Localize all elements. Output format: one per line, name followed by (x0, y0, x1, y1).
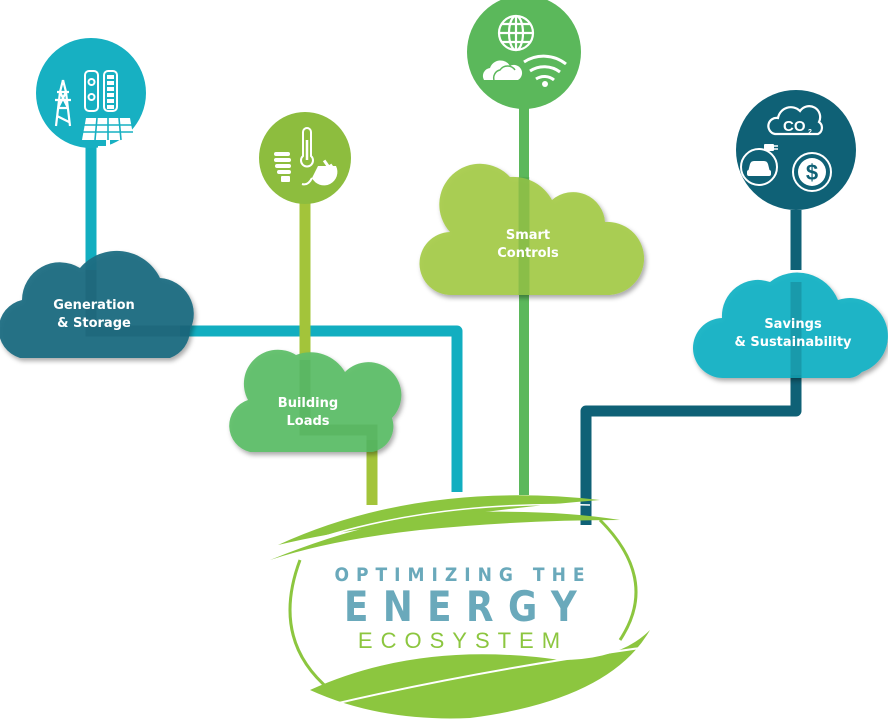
title-line-2: ENERGY (344, 582, 592, 631)
generation-label-line1: Generation (53, 298, 135, 313)
building-label-line2: Loads (286, 414, 330, 429)
savings-cloud (692, 272, 888, 379)
generation-label-line2: & Storage (57, 316, 131, 331)
building-loads-label: Building Loads (278, 395, 338, 431)
connector-building (299, 200, 378, 505)
smart-icon-circle (467, 0, 581, 109)
savings-sustainability-label: Savings & Sustainability (734, 316, 851, 352)
smart-controls-label: Smart Controls (497, 227, 558, 263)
wifi-icon (523, 54, 567, 87)
connector-generation (85, 145, 463, 492)
generation-storage-label: Generation & Storage (53, 297, 135, 333)
leaf-frame (270, 495, 650, 719)
building-label-line1: Building (277, 396, 339, 411)
smart-cloud (419, 163, 645, 296)
generation-icon-circle (36, 38, 146, 149)
svg-text:2: 2 (808, 129, 812, 136)
connector-savings (580, 210, 802, 525)
thermometer-icon (300, 127, 314, 168)
savings-icon-circle: CO 2 $ (736, 90, 856, 210)
electric-car-icon (740, 144, 778, 186)
title-line-1: OPTIMIZING THE (334, 564, 592, 586)
smart-label-line1: Smart (505, 228, 551, 243)
cloud-icon (482, 60, 523, 80)
globe-icon (497, 14, 535, 52)
svg-text:CO: CO (783, 118, 806, 135)
battery-icon (84, 70, 118, 112)
transmission-tower-icon (54, 79, 72, 127)
smart-label-line2: Controls (497, 246, 559, 261)
building-icon-circle (259, 112, 351, 204)
dollar-icon: $ (792, 152, 832, 192)
plug-icon (301, 159, 338, 186)
svg-text:$: $ (806, 160, 818, 185)
savings-label-line1: Savings (764, 317, 822, 332)
building-cloud (229, 349, 402, 452)
co2-cloud-icon: CO 2 (767, 105, 824, 136)
generation-cloud (0, 250, 194, 358)
savings-label-line2: & Sustainability (734, 335, 852, 350)
title-line-3: ECOSYSTEM (357, 628, 569, 653)
light-bulb-icon (274, 152, 291, 182)
